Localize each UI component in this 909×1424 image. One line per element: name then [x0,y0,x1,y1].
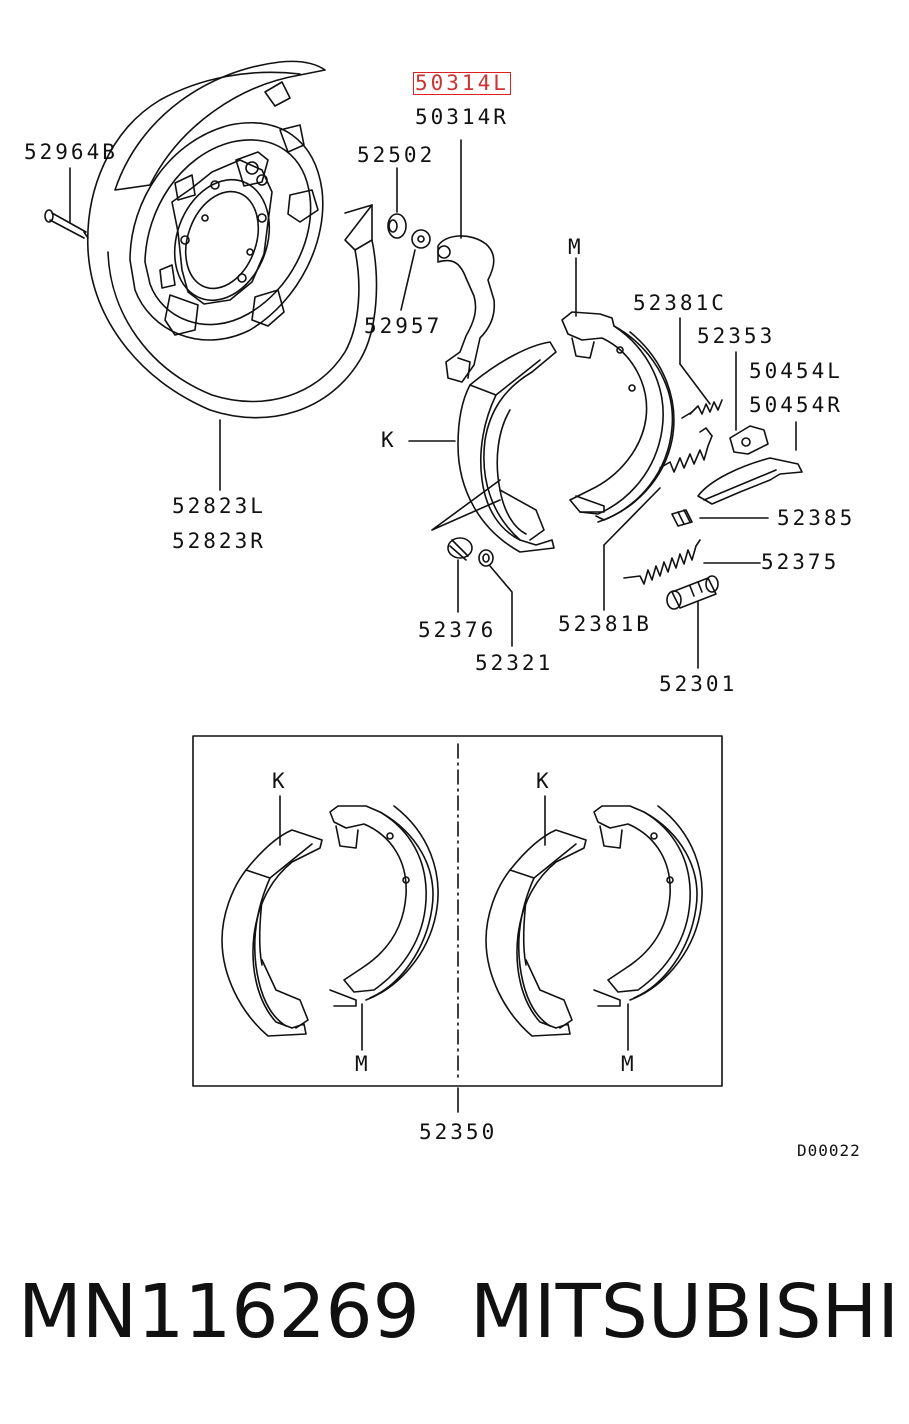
part-label-52823R[interactable]: 52823R [172,529,266,553]
diagram-code: D00022 [797,1141,861,1160]
callout-K-right: K [536,769,552,793]
part-label-52385[interactable]: 52385 [777,506,856,530]
part-label-52321[interactable]: 52321 [475,651,554,675]
part-label-52823L[interactable]: 52823L [172,494,266,518]
part-label-52502[interactable]: 52502 [357,143,436,167]
springs-drawing [604,318,760,610]
callout-M-right: M [621,1052,637,1076]
wheel-cylinder-drawing [667,576,718,668]
kit-left-shoe-M-drawing [330,806,438,1050]
part-label-52350[interactable]: 52350 [419,1120,498,1144]
part-label-52957[interactable]: 52957 [364,314,443,338]
part-label-50454R[interactable]: 50454R [749,393,843,417]
part-number: MN116269 [18,1269,420,1355]
part-label-50454L[interactable]: 50454L [749,359,843,383]
strut-adjuster-drawing [672,352,802,526]
brake-shoe-K-drawing [409,342,556,552]
bolt-52964B-drawing [45,168,88,238]
washers-drawing [388,168,430,310]
part-label-50314R[interactable]: 50314R [415,105,509,129]
part-label-52353[interactable]: 52353 [697,324,776,348]
shoe-kit-box [193,736,722,1112]
part-label-52381C[interactable]: 52381C [633,291,727,315]
part-label-52376[interactable]: 52376 [418,618,497,642]
part-label-50314L[interactable]: 50314L [413,71,511,95]
callout-K-top: K [381,428,397,452]
product-caption: MN116269 MITSUBISHI [18,1269,900,1365]
kit-right-shoe-M-drawing [594,806,702,1050]
part-label-52301[interactable]: 52301 [659,672,738,696]
callout-M-top: M [568,235,584,259]
lever-drawing [438,140,494,382]
brand-name: MITSUBISHI [470,1269,900,1355]
part-label-52964B[interactable]: 52964B [24,140,118,164]
adjuster-parts-drawing [448,538,512,646]
callout-K-left: K [272,769,288,793]
backing-plate-drawing [88,61,377,417]
brake-shoe-M-drawing [562,258,674,522]
kit-left-shoe-K-drawing [222,796,322,1036]
kit-right-shoe-K-drawing [486,796,586,1036]
callout-M-left: M [355,1052,371,1076]
part-label-52375[interactable]: 52375 [761,550,840,574]
part-label-52381B[interactable]: 52381B [558,612,652,636]
